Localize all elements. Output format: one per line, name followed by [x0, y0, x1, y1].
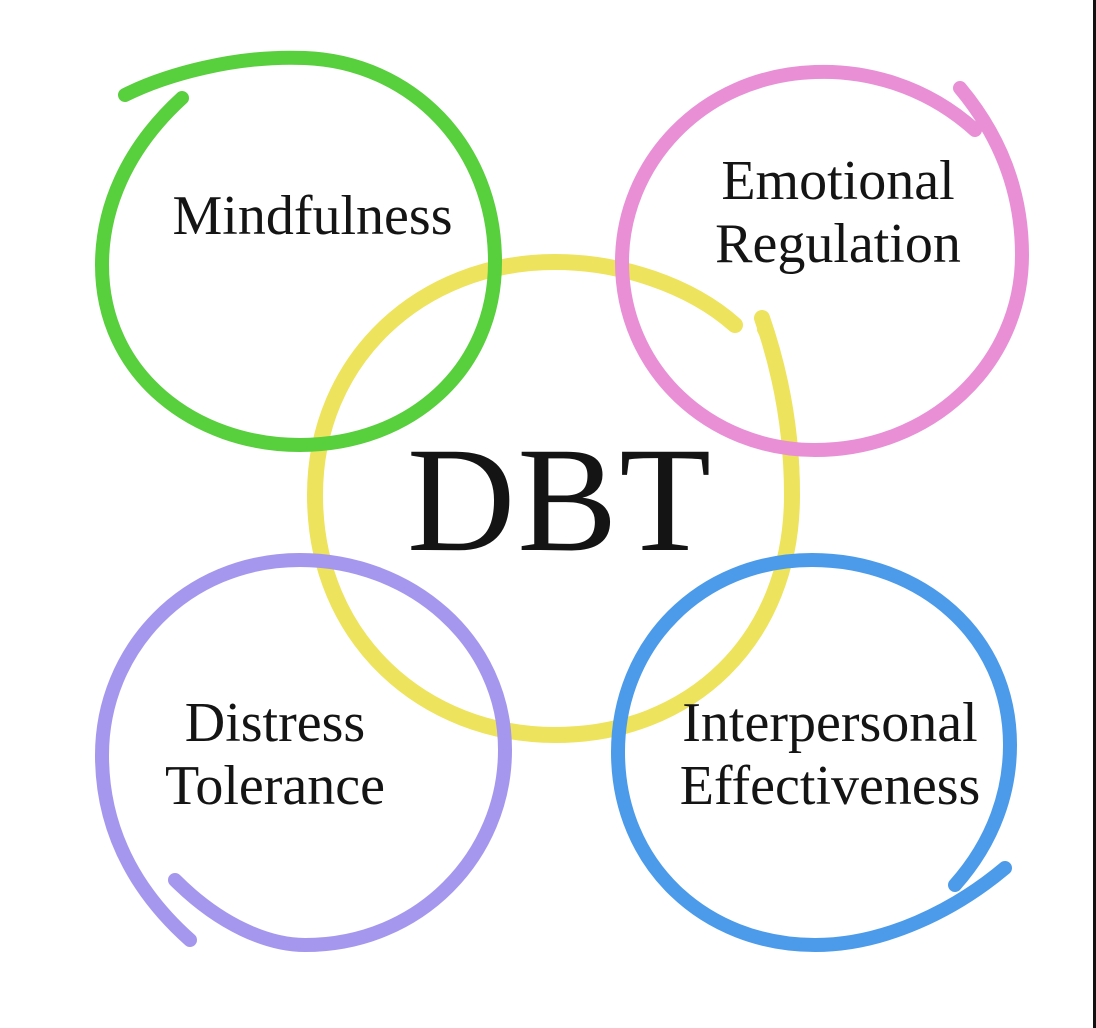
distress-tolerance-label-line-1: Distress — [184, 692, 366, 754]
center-ring — [306, 253, 801, 744]
right-edge-border — [1093, 0, 1096, 1028]
center-ring-inner-stroke — [757, 327, 800, 508]
interpersonal-effectiveness-ring-stroke — [610, 552, 1018, 953]
distress-tolerance-ring-stroke — [94, 552, 513, 953]
interpersonal-effectiveness-label-line-2: Effectiveness — [679, 754, 981, 817]
emotional-regulation-label-line-2: Regulation — [715, 212, 961, 275]
mindfulness-label: Mindfulness — [130, 185, 495, 248]
center-title: DBT — [407, 417, 713, 583]
distress-tolerance-label-line-2: Tolerance — [165, 754, 385, 817]
emotional-regulation-ring-stroke — [614, 64, 1030, 458]
distress-tolerance-label: Distress Tolerance — [110, 692, 440, 817]
mindfulness-label-line-1: Mindfulness — [172, 185, 453, 247]
mindfulness-ring-stroke — [94, 50, 503, 453]
interpersonal-effectiveness-label-line-1: Interpersonal — [682, 692, 978, 754]
interpersonal-effectiveness-label: Interpersonal Effectiveness — [640, 692, 1020, 817]
center-ring-stroke — [306, 253, 801, 744]
emotional-regulation-label-line-1: Emotional — [721, 150, 955, 212]
interpersonal-effectiveness-ring — [610, 552, 1018, 953]
mindfulness-ring — [94, 50, 503, 453]
distress-tolerance-ring — [94, 552, 513, 953]
emotional-regulation-label: Emotional Regulation — [668, 150, 1008, 275]
emotional-regulation-ring — [614, 64, 1030, 458]
